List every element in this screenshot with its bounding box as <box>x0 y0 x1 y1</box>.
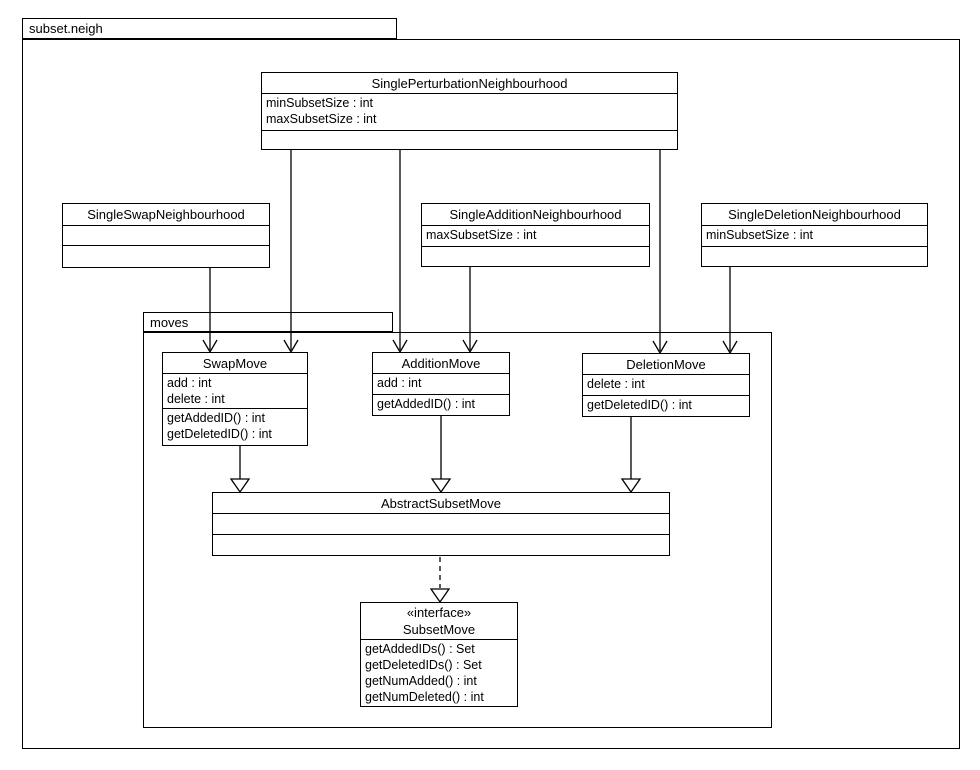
attribute-line: maxSubsetSize : int <box>426 228 537 242</box>
stereotype-label: «interface» <box>406 605 472 620</box>
methods-compartment: getDeletedID() : int <box>583 395 749 416</box>
attribute-line: add : int <box>377 376 422 390</box>
class-title: DeletionMove <box>626 356 706 372</box>
attributes-compartment: minSubsetSize : int maxSubsetSize : int <box>262 93 677 130</box>
attribute-line: maxSubsetSize : int <box>266 112 377 126</box>
attributes-compartment: add : int delete : int <box>163 373 307 408</box>
attributes-compartment: delete : int <box>583 374 749 395</box>
class-addition-move: AdditionMove add : int getAddedID() : in… <box>372 352 510 416</box>
package-tab-moves: moves <box>143 312 393 332</box>
class-single-addition-neighbourhood: SingleAdditionNeighbourhood maxSubsetSiz… <box>421 203 650 267</box>
attributes-compartment: minSubsetSize : int <box>702 225 927 246</box>
attribute-line: add : int <box>167 376 212 390</box>
methods-compartment <box>262 130 677 149</box>
class-swap-move: SwapMove add : int delete : int getAdded… <box>162 352 308 446</box>
class-subset-move-interface: «interface» SubsetMove getAddedIDs() : S… <box>360 602 518 707</box>
methods-compartment: getAddedID() : int <box>373 394 509 415</box>
method-line: getAddedID() : int <box>377 397 475 411</box>
method-line: getNumDeleted() : int <box>365 690 484 704</box>
class-title: SingleAdditionNeighbourhood <box>449 207 622 222</box>
generalization-swapmove-to-abstract-triangle-icon <box>229 478 251 494</box>
methods-compartment <box>702 246 927 265</box>
class-title: AbstractSubsetMove <box>381 495 501 511</box>
attribute-line: minSubsetSize : int <box>706 228 813 242</box>
class-title: «interface» SubsetMove <box>361 603 517 639</box>
method-line: getDeletedIDs() : Set <box>365 658 482 672</box>
methods-compartment <box>63 245 269 267</box>
attributes-compartment <box>63 225 269 245</box>
attribute-line: minSubsetSize : int <box>266 96 373 110</box>
attribute-line: delete : int <box>167 392 225 406</box>
class-title: SinglePerturbationNeighbourhood <box>371 75 568 91</box>
class-abstract-subset-move: AbstractSubsetMove <box>212 492 670 556</box>
method-line: getNumAdded() : int <box>365 674 477 688</box>
package-label-subset-neigh: subset.neigh <box>29 21 103 36</box>
method-line: getAddedIDs() : Set <box>365 642 475 656</box>
methods-compartment: getAddedID() : int getDeletedID() : int <box>163 408 307 445</box>
method-line: getDeletedID() : int <box>167 427 272 441</box>
class-deletion-move: DeletionMove delete : int getDeletedID()… <box>582 353 750 417</box>
package-label-moves: moves <box>150 314 189 330</box>
class-single-swap-neighbourhood: SingleSwapNeighbourhood <box>62 203 270 268</box>
generalization-deletionmove-to-abstract-triangle-icon <box>620 478 642 494</box>
realization-abstract-to-subsetmove-triangle-icon <box>429 588 451 604</box>
package-tab-subset-neigh: subset.neigh <box>22 18 397 39</box>
class-single-deletion-neighbourhood: SingleDeletionNeighbourhood minSubsetSiz… <box>701 203 928 267</box>
attributes-compartment: add : int <box>373 373 509 394</box>
method-line: getAddedID() : int <box>167 411 265 425</box>
class-title: SwapMove <box>202 355 268 371</box>
class-title: AdditionMove <box>401 355 481 371</box>
methods-compartment: getAddedIDs() : Set getDeletedIDs() : Se… <box>361 639 517 706</box>
attributes-compartment <box>213 513 669 534</box>
methods-compartment <box>213 534 669 555</box>
methods-compartment <box>422 246 649 265</box>
class-name-label: SubsetMove <box>402 622 476 637</box>
class-single-perturbation-neighbourhood: SinglePerturbationNeighbourhood minSubse… <box>261 72 678 150</box>
method-line: getDeletedID() : int <box>587 398 692 412</box>
class-title: SingleDeletionNeighbourhood <box>728 207 901 222</box>
attributes-compartment: maxSubsetSize : int <box>422 225 649 246</box>
class-title: SingleSwapNeighbourhood <box>87 207 245 222</box>
generalization-additionmove-to-abstract-triangle-icon <box>430 478 452 494</box>
attribute-line: delete : int <box>587 377 645 391</box>
